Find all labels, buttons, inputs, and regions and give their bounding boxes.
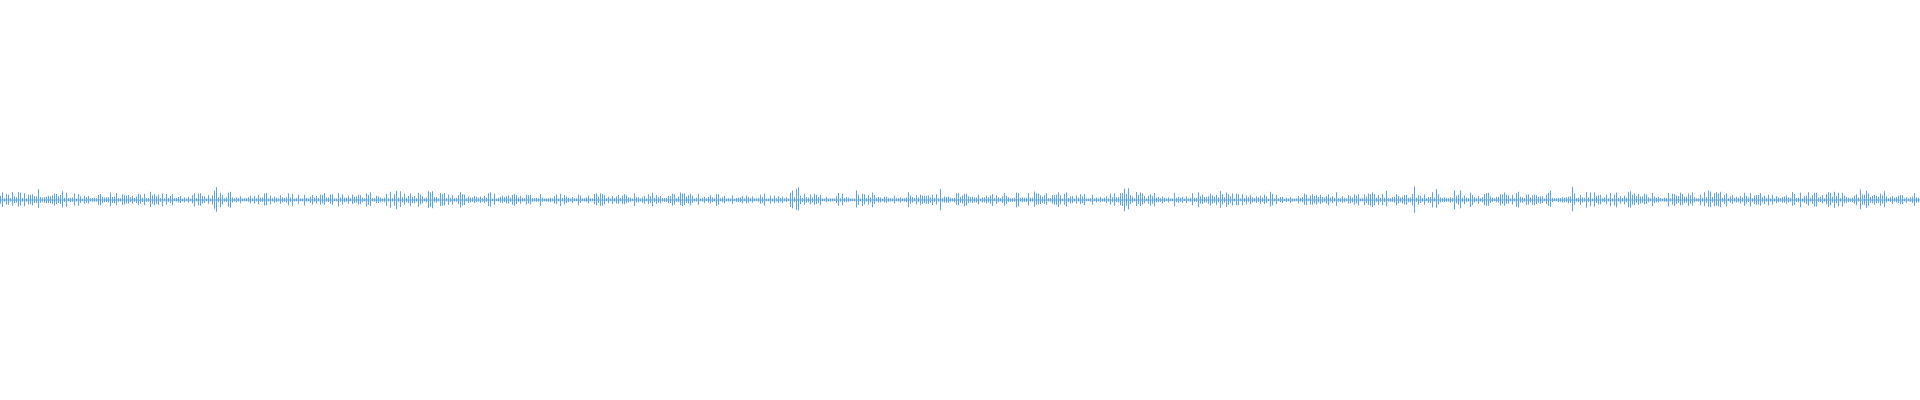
waveform-bars <box>0 186 1919 213</box>
